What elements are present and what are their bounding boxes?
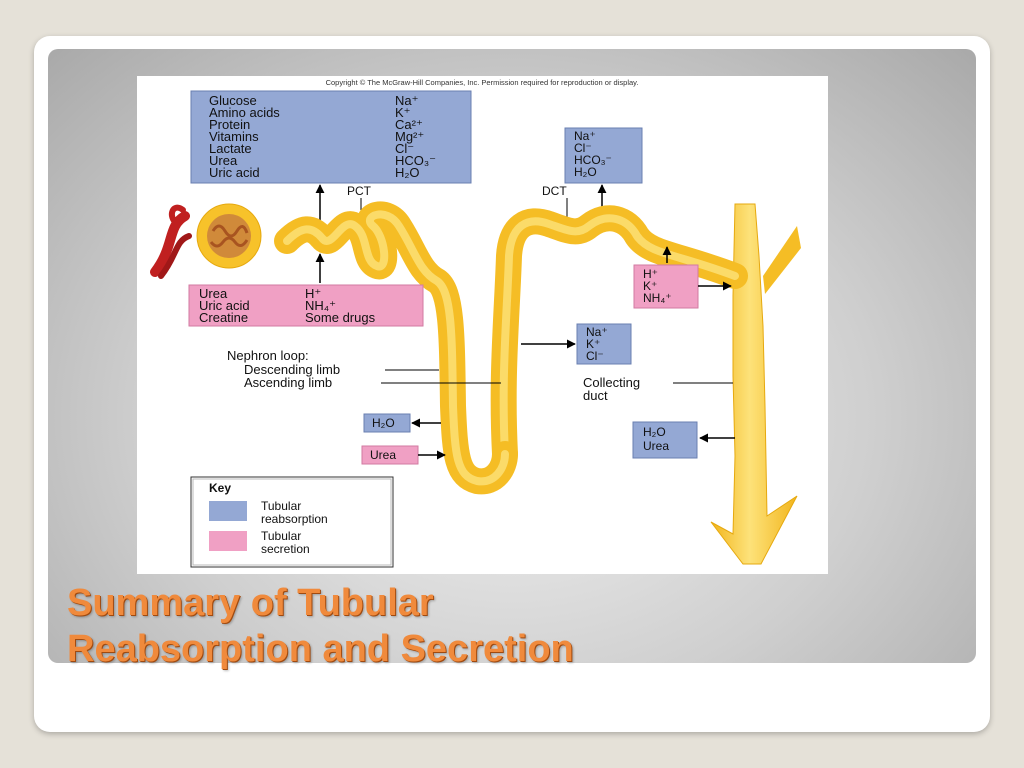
ascending-limb-label: Ascending limb — [244, 375, 332, 390]
dct-secretion-item: K⁺ — [643, 279, 657, 293]
afferent-arteriole — [150, 211, 190, 277]
pct-item: Uric acid — [209, 165, 260, 180]
key-box — [190, 476, 394, 568]
pct-secretion-item: H⁺ — [305, 286, 321, 301]
pct-item: Glucose — [209, 93, 257, 108]
key-title: Key — [209, 481, 231, 495]
pct-secretion-item: Creatine — [199, 310, 248, 325]
loop-item: Cl⁻ — [586, 349, 604, 363]
duct-h2o-text: H₂O — [643, 425, 666, 439]
descending-urea-text: Urea — [370, 448, 396, 462]
pct-item: Lactate — [209, 141, 252, 156]
dct-secretion-item: NH₄⁺ — [643, 291, 672, 305]
slide-title-line-2: Reabsorption and Secretion — [67, 628, 574, 670]
pct-item: Urea — [209, 153, 238, 168]
collecting-duct-label-1: Collecting — [583, 375, 640, 390]
pct-secretion-left: Urea Uric acid Creatine — [199, 286, 250, 325]
pct-ion: K⁺ — [395, 105, 411, 120]
pct-ion: Ca²⁺ — [395, 117, 423, 132]
descending-h2o-text: H₂O — [372, 416, 395, 430]
pct-secretion-item: Urea — [199, 286, 228, 301]
nephron-loop-label: Nephron loop: — [227, 348, 309, 363]
pct-item: Vitamins — [209, 129, 259, 144]
pct-reabsorption-box — [190, 90, 472, 184]
dct-reabsorption-box — [564, 127, 643, 184]
dct-item: Na⁺ — [574, 129, 596, 143]
pct-reabsorption-organic: Glucose Amino acids Protein Vitamins Lac… — [209, 93, 280, 180]
efferent-arteriole — [158, 233, 192, 279]
pct-ion: Na⁺ — [395, 93, 418, 108]
loop-item: Na⁺ — [586, 325, 608, 339]
dct-secretion-box — [633, 264, 699, 309]
loop-reabsorption-box — [576, 323, 632, 365]
pct-item: Protein — [209, 117, 250, 132]
pct-secretion-item: Uric acid — [199, 298, 250, 313]
pct-item: Amino acids — [209, 105, 280, 120]
loop-item: K⁺ — [586, 337, 600, 351]
pct-secretion-box — [188, 284, 424, 327]
pct-ion: H₂O — [395, 165, 420, 180]
collecting-duct-label-2: duct — [583, 388, 608, 403]
nephron-figure: Copyright © The McGraw-Hill Companies, I… — [137, 76, 828, 574]
dct-item: Cl⁻ — [574, 141, 592, 155]
pct-ion: Mg²⁺ — [395, 129, 424, 144]
key-secretion-label-2: secretion — [261, 542, 310, 556]
dct-item: H₂O — [574, 165, 597, 179]
copyright-text: Copyright © The McGraw-Hill Companies, I… — [326, 78, 639, 87]
key-secretion-swatch — [209, 531, 247, 551]
descending-limb-label: Descending limb — [244, 362, 340, 377]
pct-reabsorption-ions: Na⁺ K⁺ Ca²⁺ Mg²⁺ Cl⁻ HCO₃⁻ H₂O — [395, 93, 436, 180]
pct-secretion-item: NH₄⁺ — [305, 298, 336, 313]
dct-secretion-list: H⁺ K⁺ NH₄⁺ — [643, 267, 672, 305]
pct-label: PCT — [347, 184, 372, 198]
nephron-diagram: Copyright © The McGraw-Hill Companies, I… — [150, 78, 801, 568]
loop-reabsorption-list: Na⁺ K⁺ Cl⁻ — [586, 325, 608, 363]
pct-secretion-right: H⁺ NH₄⁺ Some drugs — [305, 286, 376, 325]
collecting-duct — [710, 203, 798, 565]
duct-branch — [763, 226, 801, 294]
duct-urea-text: Urea — [643, 439, 669, 453]
pct-secretion-item: Some drugs — [305, 310, 376, 325]
dct-reabsorption-list: Na⁺ Cl⁻ HCO₃⁻ H₂O — [574, 129, 612, 179]
pct-ion: HCO₃⁻ — [395, 153, 436, 168]
dct-item: HCO₃⁻ — [574, 153, 612, 167]
duct-reabsorption-box — [632, 421, 698, 459]
dct-label: DCT — [542, 184, 567, 198]
slide-title-line-1: Summary of Tubular — [67, 582, 434, 624]
pct-ion: Cl⁻ — [395, 141, 414, 156]
dct-secretion-item: H⁺ — [643, 267, 658, 281]
key-reabsorption-label-2: reabsorption — [261, 512, 328, 526]
descending-h2o-box — [363, 413, 411, 433]
key-reabsorption-swatch — [209, 501, 247, 521]
slide-title: Summary of Tubular Reabsorption and Secr… — [67, 580, 767, 672]
key-secretion-label-1: Tubular — [261, 529, 301, 543]
key-reabsorption-label-1: Tubular — [261, 499, 301, 513]
